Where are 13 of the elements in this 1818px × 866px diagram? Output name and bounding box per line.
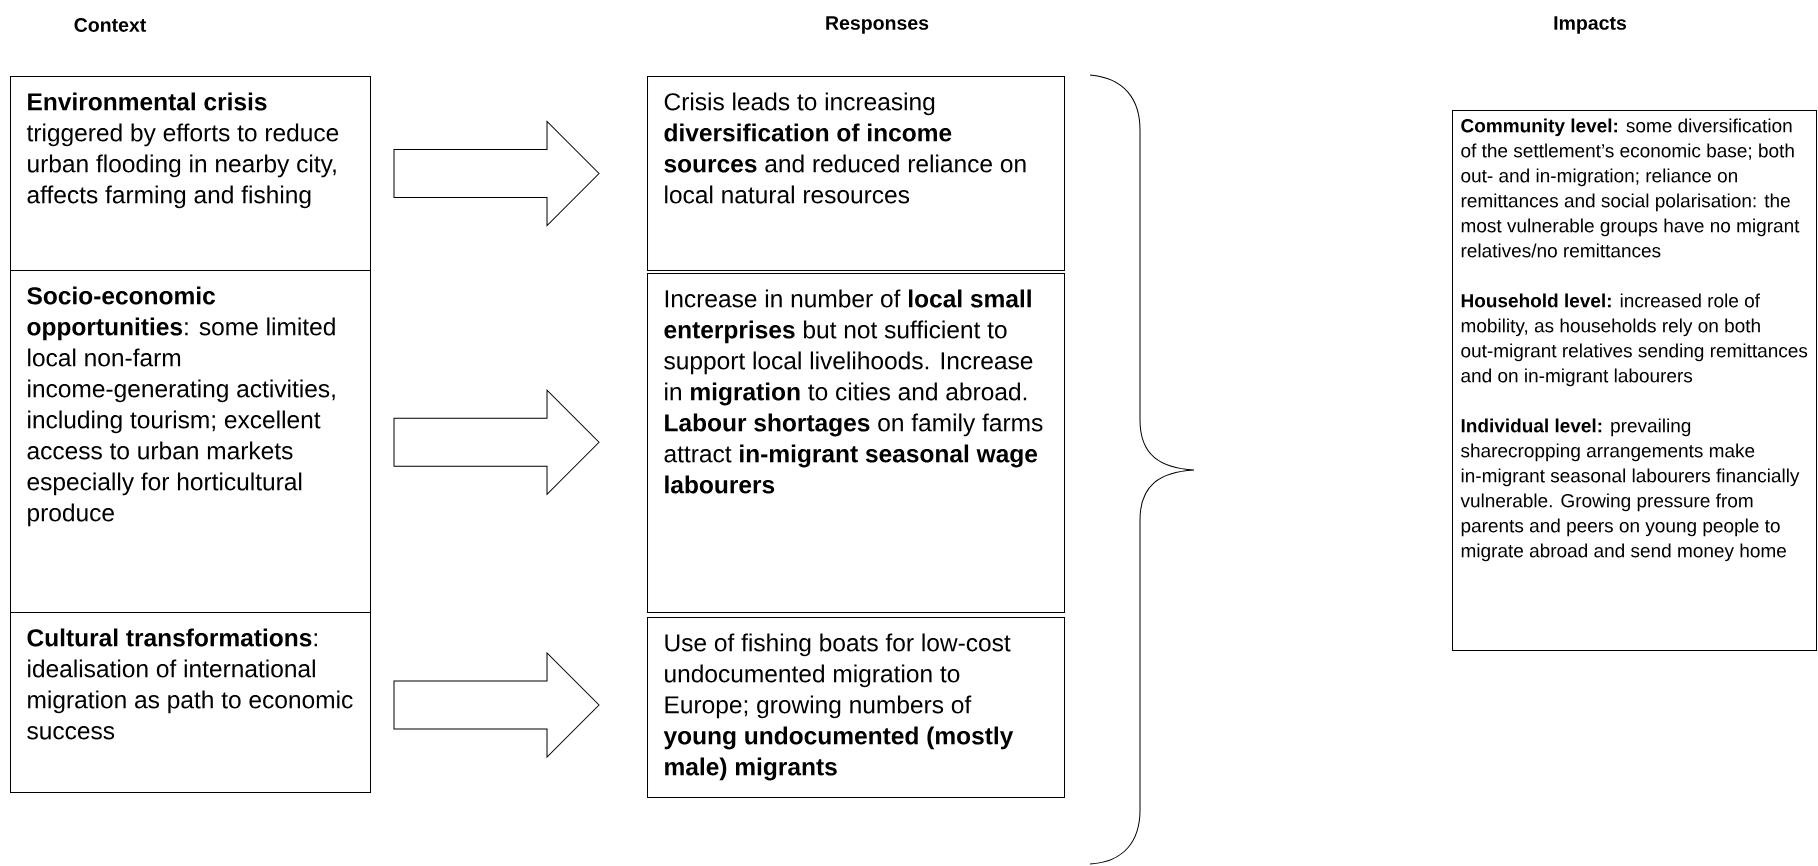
column-heading: Responses [826,16,929,34]
text-box: Cultural transformations: idealisation of international migration as path to economic success [10,612,371,793]
column-heading: Context [74,18,147,32]
text-box: Socio-economic opportunities: some limited local non-farm income-generating activities, including tourism; excellent access to urban markets especially for horticultural produce [10,270,371,613]
block-arrow [393,389,600,495]
column-heading: Impacts [1554,16,1627,34]
text-box: Crisis leads to increasing diversification of income sources and reduced reliance on local natural resources [647,76,1065,271]
block-arrow [393,652,600,758]
text-box: Community level: some diversification of the settlement’s economic base; both out- and in-migration; reliance on remittances and social polarisation: the most vulnerable groups have no migrant relatives/no remittances Household level: increased role of mobility, as households rely on both out-migrant relatives sending remittances and on in-migrant labourers Individual level: prevailing sharecropping arrangements make in-migrant seasonal labourers financially vulnerable. Growing pressure from parents and peers on young people to migrate abroad and send money home [1452,110,1817,651]
text-box: Environmental crisis triggered by efforts to reduce urban flooding in nearby city, affects farming and fishing [10,76,371,271]
block-arrow [393,121,600,226]
text-box: Increase in number of local small enterprises but not sufficient to support local livelihoods. Increase in migration to cities and abroad. Labour shortages on family farms attract in-migrant seasonal wage labourers [647,273,1065,613]
text-box: Use of fishing boats for low-cost undocumented migration to Europe; growing numbers of young undocumented (mostly male) migrants [647,617,1065,798]
